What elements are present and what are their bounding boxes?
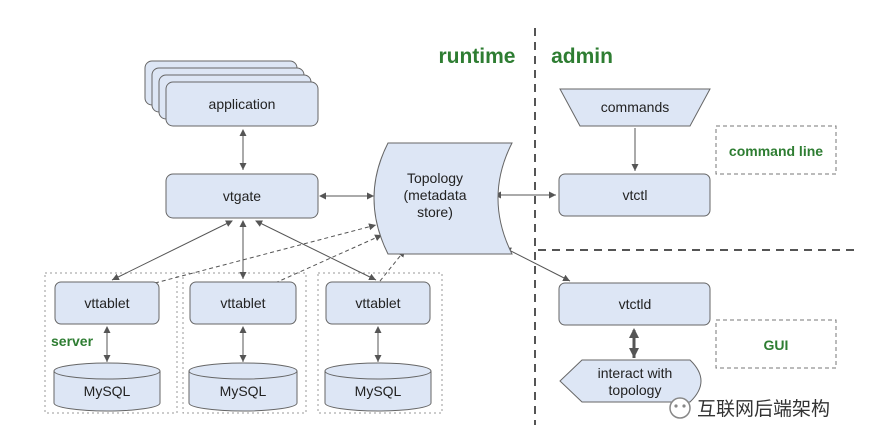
gui-label: GUI [764, 337, 789, 353]
application-box [165, 81, 319, 127]
application-label: application [209, 96, 276, 112]
mysql-db-2: MySQL [188, 362, 298, 412]
topology-store-shape [373, 142, 513, 255]
watermark-text: 互联网后端架构 [697, 398, 830, 420]
vtctld-box [558, 282, 711, 326]
vttablet-box-3 [325, 281, 431, 325]
mysql-label-1: MySQL [84, 383, 131, 399]
vttablet-box-1 [54, 281, 160, 325]
gui-group [715, 319, 837, 369]
command-line-group [715, 125, 837, 175]
topology-label-line2: (metadata [403, 187, 466, 203]
commands-label: commands [601, 99, 669, 115]
server-group-3 [317, 272, 443, 414]
mysql-db-3: MySQL [324, 362, 432, 412]
runtime-heading: runtime [438, 45, 515, 68]
topology-label-line1: Topology [407, 170, 463, 186]
vtctl-label: vtctl [623, 187, 648, 203]
interact-label-line2: topology [609, 382, 662, 398]
wechat-icon [669, 397, 691, 419]
vttablet2-topology-connector [274, 234, 383, 284]
vttablet3-topology-connector [379, 249, 406, 282]
topology-label-line3: store) [417, 204, 453, 220]
server-group-1 [44, 272, 178, 414]
admin-heading: admin [551, 45, 613, 68]
vtgate-label: vtgate [223, 188, 261, 204]
mysql-db-1: MySQL [53, 362, 161, 412]
vtgate-vttablet1-connector [111, 220, 233, 281]
server-label: server [51, 333, 94, 349]
vtgate-vttablet3-connector [255, 220, 377, 281]
vttablet-label-1: vttablet [84, 295, 129, 311]
vtctl-box [558, 173, 711, 217]
vtctld-label: vtctld [619, 296, 652, 312]
topology-vtctld-connector [504, 247, 571, 282]
vttablet-label-3: vttablet [355, 295, 400, 311]
vtgate-box [165, 173, 319, 219]
interact-topology-shape [559, 359, 702, 403]
vttablet-label-2: vttablet [220, 295, 265, 311]
interact-label-line1: interact with [598, 365, 673, 381]
vttablet-box-2 [189, 281, 297, 325]
commands-shape [559, 88, 711, 127]
watermark: 互联网后端架构 [669, 397, 830, 420]
vttablet1-topology-connector [154, 223, 377, 284]
mysql-label-2: MySQL [220, 383, 267, 399]
command-line-label: command line [729, 143, 823, 159]
mysql-label-3: MySQL [355, 383, 402, 399]
